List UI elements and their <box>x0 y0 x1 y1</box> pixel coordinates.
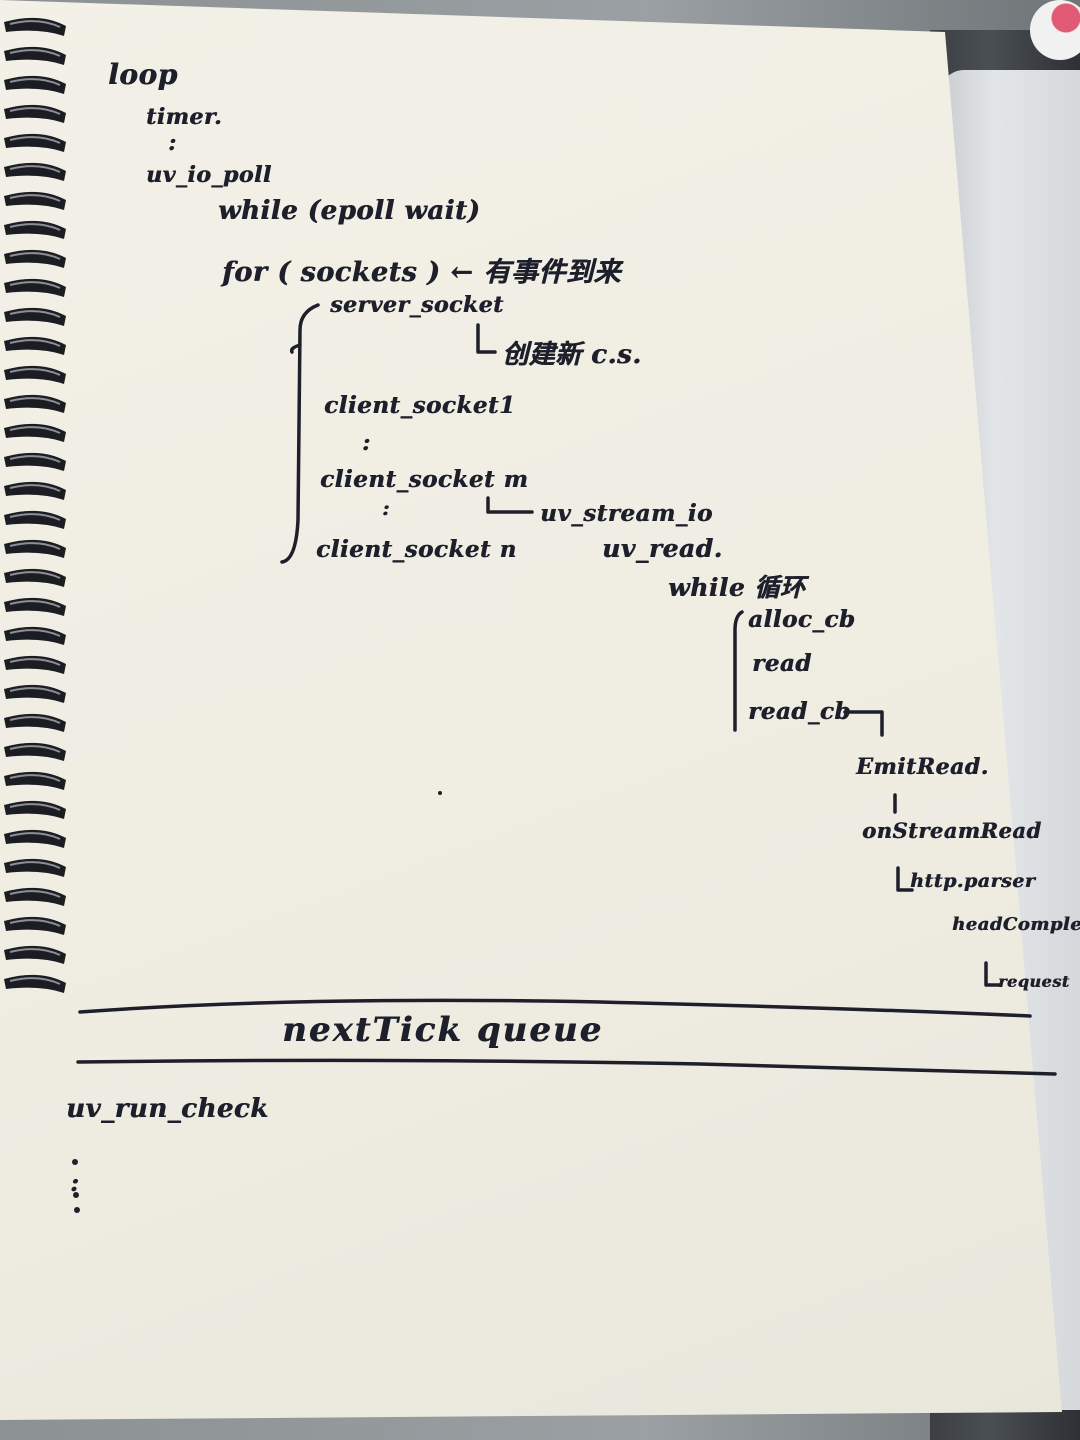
spiral-ring-highlight <box>9 919 61 927</box>
note-dots: : <box>362 430 371 456</box>
spiral-ring-highlight <box>9 687 61 695</box>
spiral-ring-highlight <box>9 136 61 144</box>
spiral-binding <box>4 17 66 993</box>
spiral-ring-highlight <box>9 803 61 811</box>
note-uv-io-poll: uv_io_poll <box>146 162 272 188</box>
spiral-ring-highlight <box>9 49 61 57</box>
spiral-ring-highlight <box>9 194 61 202</box>
note-headers-complete: headComplete <box>952 914 1080 935</box>
spiral-ring-highlight <box>9 484 61 492</box>
note-create-cs: 创建新 c.s. <box>502 340 642 370</box>
spiral-ring-highlight <box>9 716 61 724</box>
note-dots: : <box>70 1168 80 1197</box>
spiral-ring-highlight <box>9 948 61 956</box>
note-timer: timer. <box>146 104 223 130</box>
note-http-parser: http.parser <box>910 870 1036 892</box>
note-while-epoll: while (epoll wait) <box>218 196 481 226</box>
spiral-ring-highlight <box>9 629 61 637</box>
spiral-ring-highlight <box>9 223 61 231</box>
arrow-request <box>984 961 1002 987</box>
arrow-stream <box>486 496 534 514</box>
dot-lower-1 <box>72 1159 78 1165</box>
note-uv-run-check: uv_run_check <box>66 1094 269 1124</box>
note-while-loop: while 循环 <box>668 573 806 602</box>
note-for-sockets: for ( sockets ) ← 有事件到来 <box>222 257 621 288</box>
stray-dot <box>438 791 442 795</box>
spiral-ring-highlight <box>9 397 61 405</box>
brace-sockets <box>280 303 320 564</box>
notebook-page <box>0 0 1062 1420</box>
note-read-cb: read_cb <box>748 698 851 725</box>
dot-lower-2 <box>73 1192 79 1198</box>
note-client-socket-1: client_socket1 <box>324 392 516 419</box>
spiral-ring-highlight <box>9 310 61 318</box>
connector-read-cb <box>843 710 884 737</box>
spiral-ring-highlight <box>9 426 61 434</box>
spiral-ring-highlight <box>9 455 61 463</box>
note-server-socket: server_socket <box>330 292 504 318</box>
arrow-http <box>896 866 914 892</box>
spiral-ring-highlight <box>9 774 61 782</box>
note-client-socket-n: client_socket n <box>316 536 517 563</box>
spiral-ring-highlight <box>9 832 61 840</box>
note-dots: : <box>168 130 177 156</box>
spiral-ring-highlight <box>9 890 61 898</box>
brace-read <box>733 610 744 732</box>
spiral-ring-highlight <box>9 600 61 608</box>
divider-top <box>78 998 1032 1018</box>
spiral-ring-highlight <box>9 542 61 550</box>
arrow-create <box>476 323 497 354</box>
note-request: request <box>998 972 1070 991</box>
spiral-ring-highlight <box>9 78 61 86</box>
spiral-ring-highlight <box>9 107 61 115</box>
spiral-ring-highlight <box>9 745 61 753</box>
divider-bottom <box>76 1058 1057 1076</box>
spiral-ring-highlight <box>9 571 61 579</box>
note-on-stream-read: onStreamRead <box>862 818 1042 843</box>
spiral-ring-highlight <box>9 281 61 289</box>
spiral-ring-highlight <box>9 368 61 376</box>
note-next-tick-queue: nextTick queue <box>282 1010 604 1050</box>
note-uv-read: uv_read. <box>602 534 723 563</box>
spiral-ring-highlight <box>9 977 61 985</box>
spiral-ring-highlight <box>9 165 61 173</box>
spiral-ring-highlight <box>9 339 61 347</box>
note-read: read <box>752 650 812 677</box>
spiral-ring-highlight <box>9 658 61 666</box>
dot-lower-3 <box>74 1207 80 1213</box>
note-client-socket-m: client_socket m <box>320 466 529 493</box>
note-uv-stream-io: uv_stream_io <box>540 500 713 527</box>
spiral-ring-highlight <box>9 20 61 28</box>
spiral-ring-highlight <box>9 252 61 260</box>
note-loop: loop <box>108 58 178 91</box>
note-alloc-cb: alloc_cb <box>748 606 856 633</box>
note-emit-read: EmitRead. <box>856 754 989 780</box>
pillow-corner <box>1030 0 1080 60</box>
spiral-ring-highlight <box>9 861 61 869</box>
note-dots: : <box>382 496 390 520</box>
spiral-ring-highlight <box>9 513 61 521</box>
